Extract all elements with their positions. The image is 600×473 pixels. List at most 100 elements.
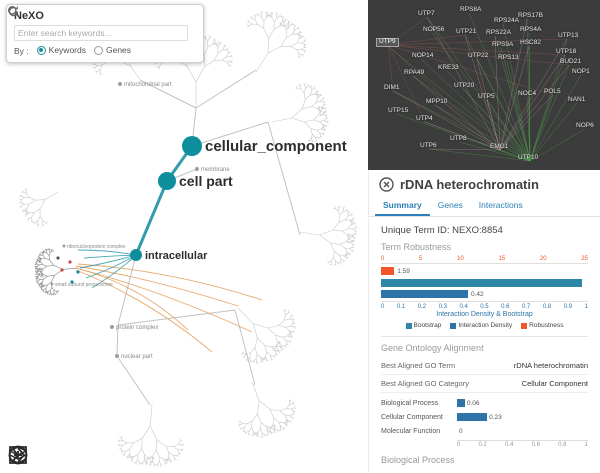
gene-node-utp13[interactable]: UTP13 (558, 32, 579, 39)
gene-node-utp5[interactable]: UTP5 (478, 93, 495, 100)
gene-node-utp15[interactable]: UTP15 (388, 107, 409, 114)
search-mode-label: Genes (105, 45, 132, 55)
search-mode-label: Keywords (48, 45, 86, 55)
gene-node-utp9[interactable]: UTP9 (376, 38, 399, 47)
robustness-bottom-tick: 0.6 (501, 304, 510, 310)
gene-node-utp7[interactable]: UTP7 (418, 10, 435, 17)
gene-node-rps22a[interactable]: RPS22A (486, 29, 511, 36)
gene-network-panel[interactable]: UTP7 RPS8A RPS17B NOP56 UTP21 RPS24A RPS22A RPS… (368, 0, 600, 170)
gene-node-utp6[interactable]: UTP6 (420, 142, 437, 149)
gene-node-rps13[interactable]: RPS13 (498, 54, 519, 61)
gene-node-utp8[interactable]: UTP8 (450, 135, 467, 142)
term-title: rDNA heterochromatin (400, 177, 539, 192)
gene-node-nop6[interactable]: NOP6 (576, 122, 594, 129)
gene-node-rps4a[interactable]: RPS4A (520, 26, 542, 33)
divider (381, 336, 588, 337)
gene-node-rps17b[interactable]: RPS17B (518, 12, 543, 19)
tree-node-intracellular[interactable] (130, 249, 142, 261)
search-mode-options: Keywords Genes (36, 45, 139, 57)
robustness-bottom-tick: 0 (381, 304, 385, 310)
robustness-bottom-tick: 1 (584, 304, 588, 310)
legend-item-interaction-density: Interaction Density (450, 322, 512, 329)
tree-node-label[interactable]: small subunit processome (55, 282, 113, 288)
zoom-out-button[interactable] (8, 445, 62, 467)
go-category-label: Cellular Component (381, 413, 443, 421)
legend-swatch (405, 322, 412, 329)
robustness-heading: Term Robustness (381, 242, 452, 252)
tree-node-mitochondrial-part[interactable] (118, 82, 122, 86)
gene-node-emg1[interactable]: EMG1 (490, 143, 509, 150)
tree-node-label[interactable]: nuclear part (121, 354, 153, 360)
gene-node-rps24a[interactable]: RPS24A (494, 17, 519, 24)
search-input[interactable] (14, 25, 188, 41)
tab-summary[interactable]: Summary (375, 195, 430, 216)
tab-interactions[interactable]: Interactions (478, 200, 523, 210)
radio-icon[interactable] (36, 45, 46, 55)
robustness-bar-robustness: 1.59 (381, 267, 588, 276)
go-category-label: Biological Process (381, 399, 439, 407)
fit-view-button[interactable] (9, 445, 94, 467)
tree-node-label[interactable]: mitochondrial part (124, 82, 172, 88)
tree-node-cellular-component[interactable] (182, 136, 202, 156)
search-mode-genes[interactable]: Genes (93, 45, 132, 55)
go-axis-tick: 0.8 (558, 442, 567, 448)
app-title: NeXO (14, 10, 44, 22)
alignment-value: Cellular Component (521, 379, 588, 388)
collapse-tree-button[interactable] (11, 445, 126, 467)
gene-node-utp22[interactable]: UTP22 (468, 52, 489, 59)
tree-node-label[interactable]: ribonucleoprotein complex (67, 244, 126, 250)
tree-node-label[interactable]: intracellular (145, 250, 208, 262)
gene-node-kre33[interactable]: KRE33 (438, 64, 459, 71)
tree-node-label[interactable]: cellular_component (205, 138, 347, 155)
gene-node-bud21[interactable]: BUD21 (560, 58, 581, 65)
robustness-bar-interaction-density: 0.42 (381, 290, 588, 299)
tree-node-label[interactable]: membrane (201, 167, 230, 173)
gene-node-utp21[interactable]: UTP21 (456, 28, 477, 35)
gene-node-rps8a[interactable]: RPS8A (460, 6, 482, 13)
go-category-label: Molecular Function (381, 427, 441, 435)
gene-node-noc4[interactable]: NOC4 (518, 90, 537, 97)
gene-node-utp10[interactable]: UTP10 (518, 154, 539, 161)
layers-button[interactable] (8, 445, 158, 467)
radio-icon[interactable] (93, 45, 103, 55)
tree-node-label[interactable]: protein complex (116, 325, 158, 331)
tree-node-ribonucleoprotein-complex[interactable] (62, 244, 66, 248)
legend-item-bootstrap: Bootstrap (405, 322, 441, 329)
tab-genes[interactable]: Genes (437, 200, 463, 210)
gene-node-rpa49[interactable]: RPA49 (404, 69, 425, 76)
tree-node-protein-complex[interactable] (110, 325, 114, 329)
tree-node-nuclear-part[interactable] (115, 354, 119, 358)
alignment-heading: Gene Ontology Alignment (381, 343, 484, 353)
gene-node-nan1[interactable]: NAN1 (568, 96, 586, 103)
gene-node-rps9a[interactable]: RPS9A (492, 41, 514, 48)
close-icon[interactable] (379, 177, 394, 192)
gene-node-hsc82[interactable]: HSC82 (520, 39, 541, 46)
legend-swatch (521, 322, 528, 329)
gene-node-dim1[interactable]: DIM1 (384, 84, 400, 91)
bar-value-label: 0.42 (470, 290, 484, 298)
go-bar-value: 0.23 (489, 413, 502, 421)
search-mode-keywords[interactable]: Keywords (36, 45, 86, 55)
robustness-bottom-tick: 0.7 (522, 304, 531, 310)
gene-node-mpp10[interactable]: MPP10 (426, 98, 448, 105)
gene-node-utp18[interactable]: UTP18 (556, 48, 577, 55)
gene-node-nop56[interactable]: NOP56 (423, 26, 445, 33)
gene-node-utp20[interactable]: UTP20 (454, 82, 475, 89)
tree-node-small-subunit-processome[interactable] (50, 282, 54, 286)
gene-node-nop1[interactable]: NOP1 (572, 68, 590, 75)
gene-node-utp4[interactable]: UTP4 (416, 115, 433, 122)
tree-node-label[interactable]: cell part (179, 173, 233, 189)
tree-node-cell-part[interactable] (158, 172, 176, 190)
gene-node-nop14[interactable]: NOP14 (412, 52, 434, 59)
robustness-bar-bootstrap (381, 278, 588, 287)
tree-node-membrane[interactable] (195, 167, 199, 171)
gene-node-pol5[interactable]: POL5 (544, 88, 561, 95)
